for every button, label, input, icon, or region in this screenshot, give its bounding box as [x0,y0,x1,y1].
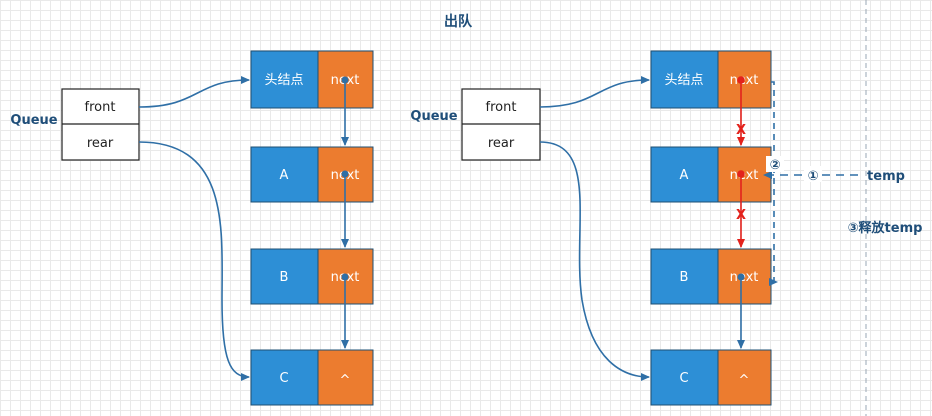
left-diagram: Queue front rear 头结点 next A next B next … [10,50,374,406]
node-c-right-next [717,349,772,406]
step2-bg [766,156,784,172]
node-a-right-data [650,146,719,203]
node-head-right-label: 头结点 [664,73,703,88]
step1-label: ① [807,169,818,184]
front-arrow-right [539,76,650,108]
node-b-right-label: B [680,270,689,285]
node-c-right-null-label: ^ [739,373,750,388]
dashed-reroute-head-to-b [769,81,778,286]
node-head-left-data [250,50,319,109]
rear-arrow-left [138,141,250,381]
cut-mark-1: X [736,123,746,138]
queue-label-left: Queue [10,113,57,128]
queue-label-right: Queue [410,109,457,124]
pointer-dot-a-right [737,170,745,178]
queue-front-right: front [486,100,517,115]
step2-label: ② [769,158,780,173]
pointer-dot-head-right [737,76,745,84]
step3-release-temp: ③释放temp [848,220,923,236]
node-c-left-label: C [279,371,288,386]
node-c-left-next [317,349,374,406]
node-a-left-label: A [280,168,289,183]
node-head-left-label: 头结点 [264,73,303,88]
step1-bg [804,166,822,182]
node-b-right-data [650,248,719,305]
node-a-left-data [250,146,319,203]
right-diagram: Queue front rear 头结点 next A next B next … [410,50,923,406]
node-c-right-label: C [679,371,688,386]
rear-arrow-right [539,141,650,381]
node-a-right-label: A [680,168,689,183]
node-head-right-data [650,50,719,109]
node-b-left-label: B [280,270,289,285]
queue-rear-left: rear [87,136,114,151]
diagram-title: 出队 [444,13,473,30]
temp-label: temp [867,169,905,184]
queue-front-left: front [85,100,116,115]
queue-rear-right: rear [488,136,515,151]
front-arrow-left [138,76,250,108]
node-c-left-data [250,349,319,406]
cut-mark-2: X [736,208,746,223]
node-b-right-next [717,248,772,305]
node-b-left-data [250,248,319,305]
node-c-left-null-label: ^ [340,373,351,388]
